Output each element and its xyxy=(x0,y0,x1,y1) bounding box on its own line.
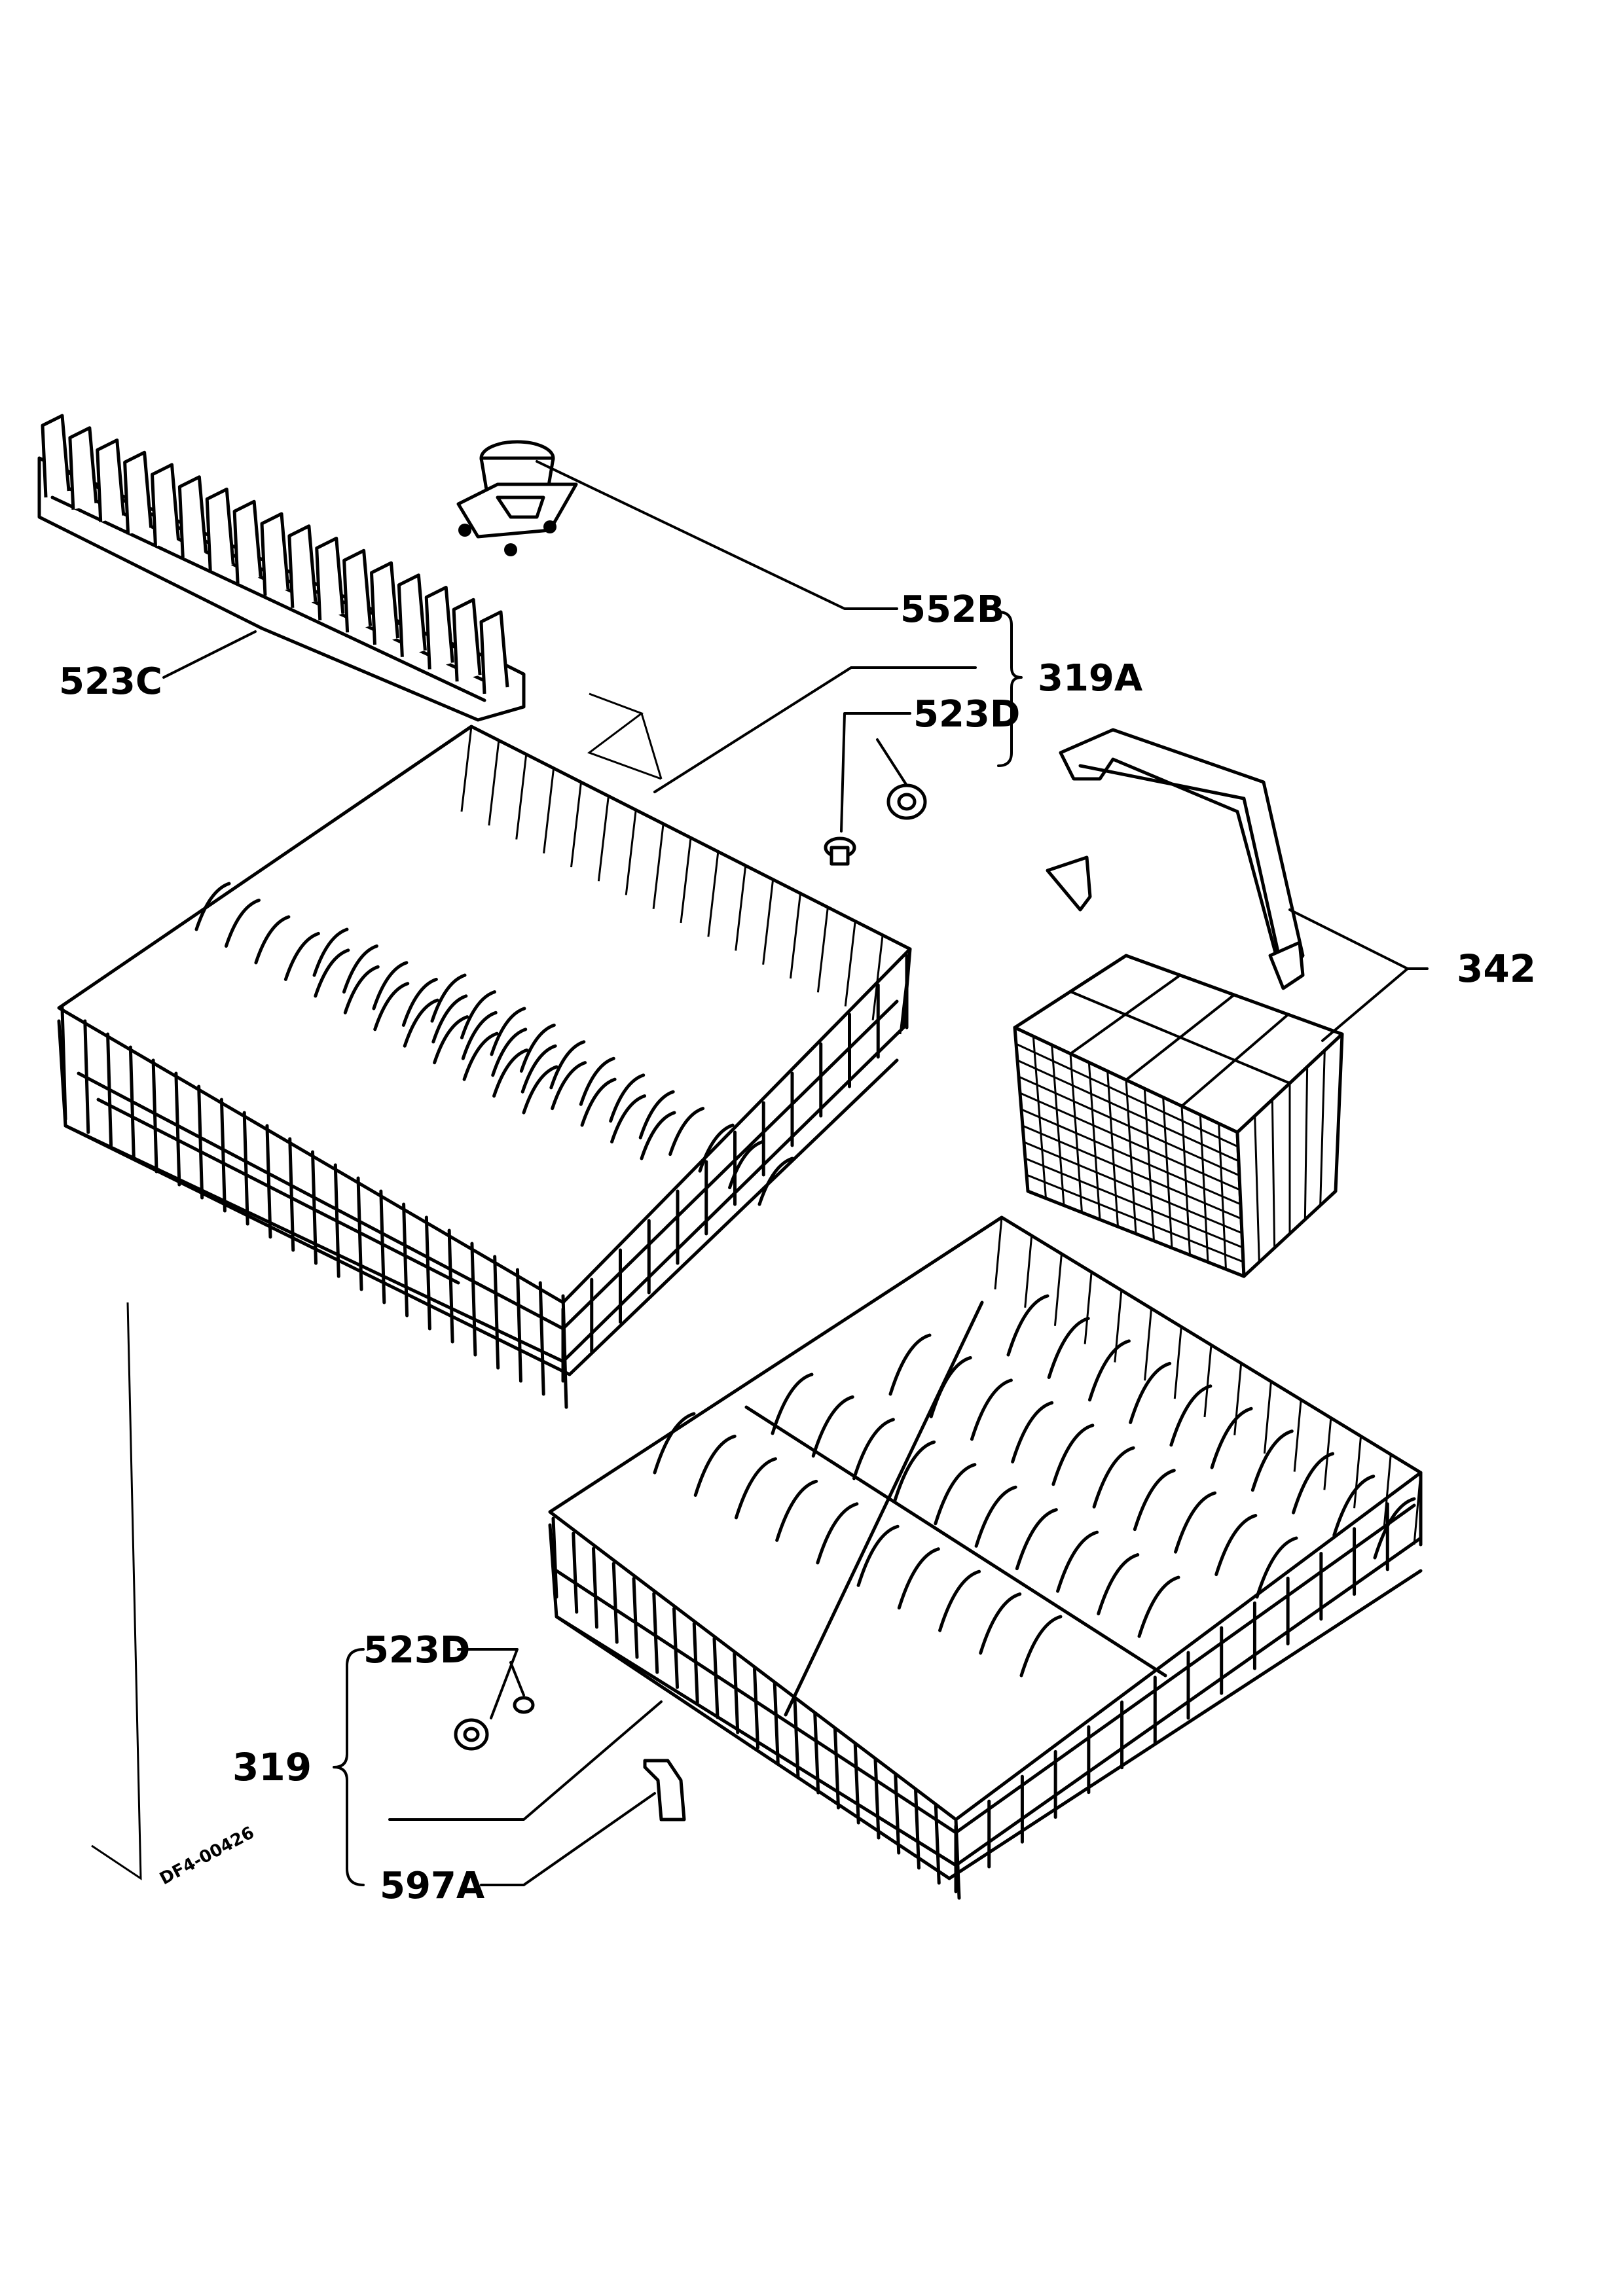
spray-hub-552b xyxy=(456,440,578,556)
clips-523d-lower xyxy=(454,1696,535,1751)
cutlery-basket-342 xyxy=(1013,728,1344,1278)
plate-rack-tines xyxy=(41,414,509,694)
stop-597a xyxy=(643,1759,686,1821)
label-523d-lower: 523D xyxy=(363,1629,470,1672)
label-523d-upper: 523D xyxy=(913,693,1020,736)
label-342: 342 xyxy=(1457,946,1536,991)
upper-rack xyxy=(57,725,912,1409)
lower-rack-wires xyxy=(551,1217,1423,1900)
plate-rack-523c xyxy=(37,414,526,722)
label-319a: 319A xyxy=(1038,657,1143,700)
label-523c: 523C xyxy=(59,660,162,703)
cutlery-basket-grid xyxy=(1015,974,1326,1270)
label-319: 319 xyxy=(232,1745,312,1789)
label-597a: 597A xyxy=(380,1865,485,1907)
diagram-code: DF4-00426 xyxy=(156,1823,257,1889)
leader-lines xyxy=(91,460,1429,1886)
upper-rack-wires xyxy=(60,726,911,1409)
label-552b: 552B xyxy=(900,588,1005,631)
lower-rack xyxy=(548,1215,1423,1900)
